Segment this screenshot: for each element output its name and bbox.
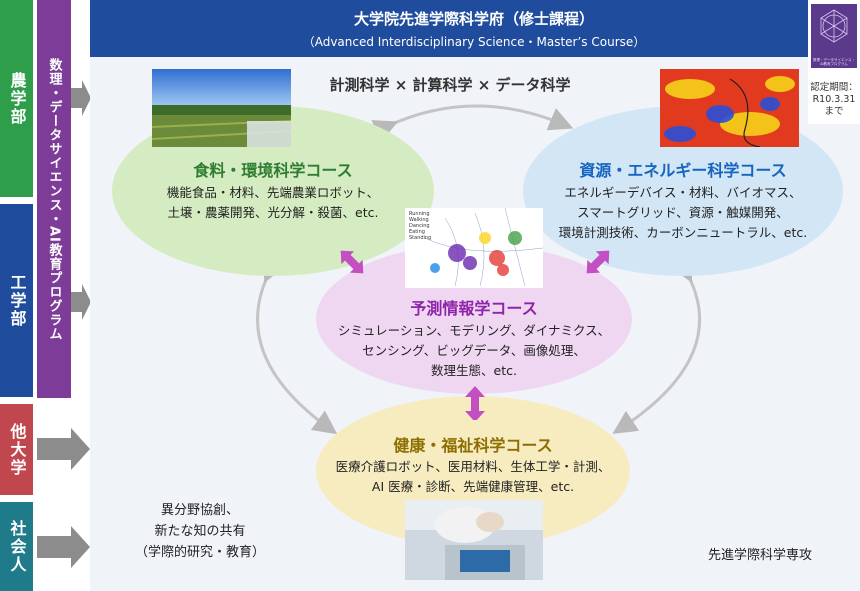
plot-legend: Running Walking Dancing Eating Standing <box>409 211 431 241</box>
course-link-arrows <box>340 250 610 420</box>
prediction-course-desc: シミュレーション、モデリング、ダイナミクス、 センシング、ビッグデータ、画像処理… <box>337 323 611 378</box>
energy-course-desc: エネルギーデバイス・材料、バイオマス、 スマートグリッド、資源・触媒開発、 環境… <box>558 185 808 240</box>
food-course-desc: 機能食品・材料、先端農業ロボット、 土壌・農薬開発、光分解・殺菌、etc. <box>166 185 380 220</box>
health-course-desc: 医療介護ロボット、医用材料、生体工学・計測、 AI 医療・診断、先端健康管理、e… <box>335 459 611 494</box>
medical-lab-photo <box>405 500 543 580</box>
arrow-other-univ <box>37 428 90 470</box>
cocreation-text: 異分野協創、 新たな知の共有 （学際的研究・教育） <box>134 503 265 560</box>
course-connection-arrows <box>256 104 702 435</box>
certification-logo: 数理・データサイエンス・AI教育プログラム <box>811 4 857 68</box>
inflow-arrows-lower <box>37 428 90 568</box>
arrow-eng <box>71 284 91 320</box>
certification-emblem-icon <box>820 9 848 43</box>
arrow-energy-prediction <box>586 250 610 274</box>
faculty-agriculture-label: 農学部 <box>0 0 33 197</box>
department-name: 先進学際科学専攻 <box>707 548 812 563</box>
farm-field-photo <box>152 69 291 147</box>
arc-right <box>612 256 702 434</box>
legend-item: Walking <box>409 217 429 223</box>
prediction-course-title: 予測情報学コース <box>410 299 538 318</box>
energy-course-title: 資源・エネルギー科学コース <box>579 161 787 180</box>
arrow-food-prediction <box>340 250 364 274</box>
faculty-engineering-label: 工学部 <box>0 204 33 397</box>
graduate-school-title: 大学院先進学際科学府（修士課程） <box>353 10 594 28</box>
health-course-title: 健康・福祉科学コース <box>393 436 553 455</box>
satellite-heatmap-photo <box>660 69 799 147</box>
arrow-society <box>37 526 90 568</box>
arc-left <box>256 256 338 435</box>
header-banner: 大学院先進学際科学府（修士課程） （Advanced Interdiscipli… <box>90 0 858 57</box>
theme-text: 計測科学 × 計算科学 × データ科学 <box>329 76 571 94</box>
legend-item: Running <box>409 211 430 217</box>
legend-item: Standing <box>409 235 432 241</box>
arc-top <box>371 104 574 143</box>
legend-item: Dancing <box>409 223 430 229</box>
legend-item: Eating <box>409 229 425 235</box>
other-university-label: 他大学 <box>0 404 33 495</box>
working-adult-label: 社会人 <box>0 502 33 591</box>
inflow-arrows <box>71 80 91 320</box>
graduate-school-subtitle: （Advanced Interdisciplinary Science・Mast… <box>302 35 646 49</box>
arrow-agri <box>71 80 91 116</box>
arrow-prediction-health <box>465 386 485 420</box>
math-ds-ai-program-label: 数理・データサイエンス・AI教育プログラム <box>37 0 71 398</box>
cluster-plot-image: Running Walking Dancing Eating Standing <box>405 208 543 288</box>
food-course-title: 食料・環境科学コース <box>193 161 353 180</box>
certification-box: 数理・データサイエンス・AI教育プログラム 認定期間： R10.3.31 まで <box>808 0 860 124</box>
certification-badge-text: 数理・データサイエンス・AI教育プログラム <box>813 58 855 66</box>
certification-period: 認定期間： R10.3.31 まで <box>810 82 858 117</box>
